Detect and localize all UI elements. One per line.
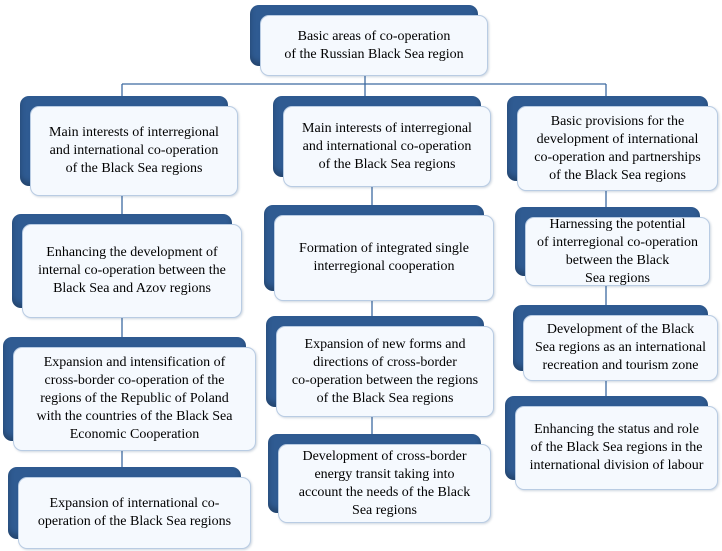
col1-item3-label: Expansion of international co- operation… [37, 496, 232, 529]
col2-header-label: Main interests of interregional and inte… [302, 120, 472, 172]
root-node: Basic areas of co-operation of the Russi… [250, 5, 488, 76]
col1-item2-node: Expansion and intensification of cross-b… [3, 337, 256, 451]
col3-header-label: Basic provisions for the development of … [534, 113, 701, 183]
col3-item1-face: Harnessing the potential of interregiona… [525, 217, 710, 286]
col1-header-face: Main interests of interregional and inte… [30, 106, 238, 196]
col3-item3-face: Enhancing the status and role of the Bla… [515, 406, 718, 490]
col3-item3-node: Enhancing the status and role of the Bla… [505, 396, 718, 490]
col1-item2-face: Expansion and intensification of cross-b… [13, 347, 256, 451]
col3-item2-node: Development of the Black Sea regions as … [513, 305, 718, 381]
col3-header-face: Basic provisions for the development of … [517, 106, 718, 191]
col2-item1-node: Formation of integrated single interregi… [264, 205, 494, 301]
col1-item1-face: Enhancing the development of internal co… [22, 224, 242, 318]
col3-item1-label: Harnessing the potential of interregiona… [537, 216, 698, 286]
col1-item1-node: Enhancing the development of internal co… [12, 214, 242, 318]
col2-header-face: Main interests of interregional and inte… [283, 106, 491, 187]
col2-item1-label: Formation of integrated single interregi… [299, 241, 469, 274]
col2-header-node: Main interests of interregional and inte… [273, 96, 491, 187]
col1-item1-label: Enhancing the development of internal co… [38, 245, 226, 296]
col1-item3-node: Expansion of international co- operation… [8, 467, 251, 549]
col2-item2-node: Expansion of new forms and directions of… [266, 316, 494, 417]
root-node-label: Basic areas of co-operation of the Russi… [284, 28, 464, 62]
col2-item3-face: Development of cross-border energy trans… [278, 444, 491, 523]
col1-item2-label: Expansion and intensification of cross-b… [36, 355, 233, 442]
col1-header-node: Main interests of interregional and inte… [20, 96, 238, 196]
col2-item3-node: Development of cross-border energy trans… [268, 434, 491, 523]
col2-item3-label: Development of cross-border energy trans… [298, 448, 471, 518]
col3-item2-label: Development of the Black Sea regions as … [534, 322, 707, 373]
col1-item3-face: Expansion of international co- operation… [18, 477, 251, 549]
col3-item3-label: Enhancing the status and role of the Bla… [529, 422, 704, 473]
col3-item2-face: Development of the Black Sea regions as … [523, 315, 718, 381]
col1-header-label: Main interests of interregional and inte… [49, 125, 219, 176]
col2-item2-label: Expansion of new forms and directions of… [291, 336, 479, 406]
col3-item1-node: Harnessing the potential of interregiona… [515, 207, 710, 286]
root-node-face: Basic areas of co-operation of the Russi… [260, 15, 488, 76]
col3-header-node: Basic provisions for the development of … [507, 96, 718, 191]
col2-item1-face: Formation of integrated single interregi… [274, 215, 494, 301]
col2-item2-face: Expansion of new forms and directions of… [276, 326, 494, 417]
